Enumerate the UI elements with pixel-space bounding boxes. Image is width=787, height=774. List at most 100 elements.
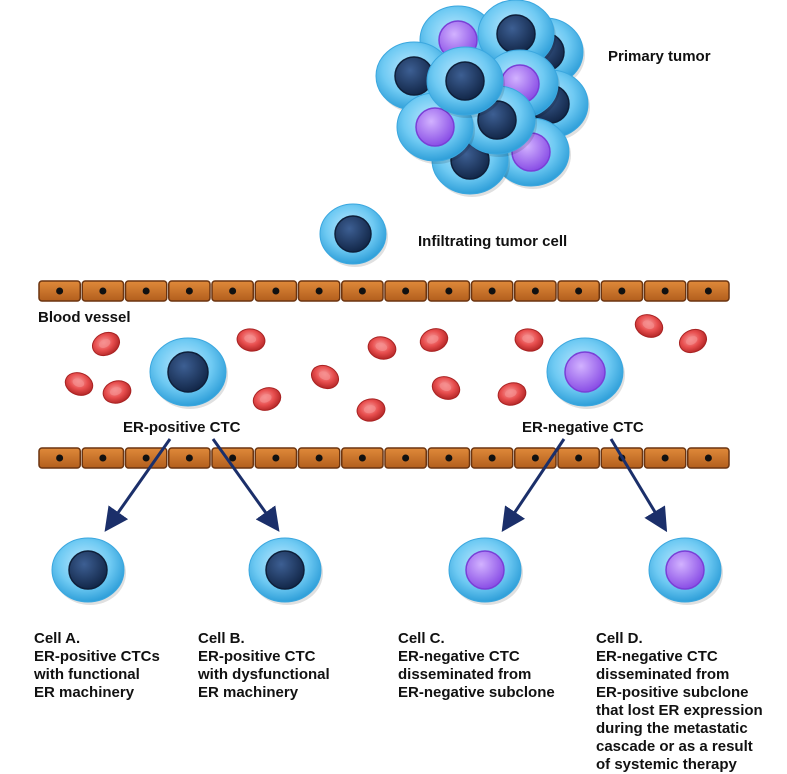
cell-d-line: ER-negative CTC [596, 648, 718, 665]
endothelial-nucleus [142, 454, 150, 462]
rbc-center [522, 334, 535, 343]
cell-d-caption: Cell D. ER-negative CTC disseminated fro… [596, 630, 763, 774]
endothelial-nucleus [575, 287, 583, 295]
cell-d-line: cascade or as a result [596, 738, 753, 755]
cell-b-icon [248, 537, 323, 605]
cell-c-line: ER-negative CTC [398, 648, 520, 665]
endothelial-nucleus [402, 454, 410, 462]
rbc-center [642, 320, 655, 330]
red-blood-cell [419, 328, 449, 352]
endothelial-nucleus [185, 454, 193, 462]
er-positive-ctc [149, 337, 228, 409]
rbc-center [72, 378, 85, 388]
cell-d-line: during the metastatic [596, 720, 748, 737]
cell-c-line: Cell C. [398, 630, 445, 647]
endothelial-nucleus [358, 287, 366, 295]
endothelial-nucleus [618, 287, 626, 295]
cell-a-icon [51, 537, 126, 605]
rbc-center [504, 389, 517, 398]
endothelial-nucleus [229, 454, 237, 462]
endothelial-nucleus [402, 287, 410, 295]
cell-d-line: of systemic therapy [596, 756, 737, 773]
endothelial-nucleus [531, 287, 539, 295]
nucleus-er-negative [465, 550, 505, 590]
arrow [609, 438, 668, 533]
rbc-center [98, 339, 111, 348]
vessel-wall-bottom [38, 447, 730, 469]
er-positive-ctc-label: ER-positive CTC [123, 419, 241, 436]
vessel-wall-top [38, 280, 730, 302]
nucleus-er-negative [564, 351, 606, 393]
cell-c-caption: Cell C. ER-negative CTC disseminated fro… [398, 630, 555, 702]
endothelial-nucleus [575, 454, 583, 462]
cell-b-line: with dysfunctional [198, 666, 330, 683]
nucleus-er-negative [415, 107, 455, 147]
tumor-cell [426, 46, 505, 118]
rbc-center [375, 342, 388, 351]
endothelial-nucleus [704, 287, 712, 295]
cell-d-line: Cell D. [596, 630, 643, 647]
red-blood-cell [497, 382, 527, 406]
endothelial-nucleus [358, 454, 366, 462]
cell-b-line: ER-positive CTC [198, 648, 316, 665]
rbc-center [259, 394, 272, 403]
red-blood-cells [64, 314, 708, 422]
endothelial-nucleus [56, 287, 64, 295]
rbc-center [685, 336, 698, 345]
endothelial-nucleus [315, 454, 323, 462]
red-blood-cell [64, 372, 94, 396]
er-negative-ctc [546, 337, 625, 409]
infiltrating-tumor-cell [319, 203, 388, 267]
infiltrating-cell-label: Infiltrating tumor cell [418, 233, 568, 250]
rbc-center [109, 387, 122, 396]
endothelial-nucleus [56, 454, 64, 462]
red-blood-cell [514, 328, 544, 352]
rbc-center [244, 334, 257, 343]
rbc-center [439, 382, 452, 392]
er-negative-ctc-label: ER-negative CTC [522, 419, 644, 436]
outcome-cells [51, 537, 723, 605]
cell-a-line: with functional [34, 666, 140, 683]
red-blood-cell [310, 364, 340, 390]
endothelial-nucleus [315, 287, 323, 295]
dissemination-arrows [104, 438, 668, 533]
endothelial-nucleus [99, 454, 107, 462]
red-blood-cell [91, 331, 121, 357]
rbc-center [426, 335, 439, 344]
endothelial-nucleus [661, 454, 669, 462]
cell-b-line: Cell B. [198, 630, 245, 647]
rbc-center [318, 371, 331, 381]
nucleus-er-positive [68, 550, 108, 590]
primary-tumor-label: Primary tumor [608, 48, 711, 65]
arrow [104, 438, 172, 532]
infiltrating-cell-body [319, 203, 388, 267]
nucleus-er-positive [445, 61, 485, 101]
cell-c-line: disseminated from [398, 666, 532, 683]
red-blood-cell [678, 328, 708, 354]
cell-b-caption: Cell B. ER-positive CTC with dysfunction… [198, 630, 330, 702]
arrow [501, 438, 566, 532]
cell-a-caption: Cell A. ER-positive CTCs with functional… [34, 630, 160, 702]
cell-a-line: ER machinery [34, 684, 135, 701]
endothelial-nucleus [272, 454, 280, 462]
cell-a-line: Cell A. [34, 630, 81, 647]
red-blood-cell [634, 314, 664, 338]
cell-b-line: ER machinery [198, 684, 299, 701]
endothelial-nucleus [272, 287, 280, 295]
endothelial-nucleus [185, 287, 193, 295]
endothelial-nucleus [99, 287, 107, 295]
endothelial-nucleus [531, 454, 539, 462]
nucleus-er-negative [665, 550, 705, 590]
endothelial-nucleus [488, 454, 496, 462]
endothelial-nucleus [229, 287, 237, 295]
red-blood-cell [431, 376, 461, 400]
endothelial-nucleus [704, 454, 712, 462]
nucleus-er-positive [477, 100, 517, 140]
cell-d-icon [648, 537, 723, 605]
circulating-tumor-cells [149, 337, 625, 409]
cell-a-line: ER-positive CTCs [34, 648, 160, 665]
red-blood-cell [356, 398, 386, 422]
rbc-center [363, 405, 376, 414]
cell-c-line: ER-negative subclone [398, 684, 555, 701]
